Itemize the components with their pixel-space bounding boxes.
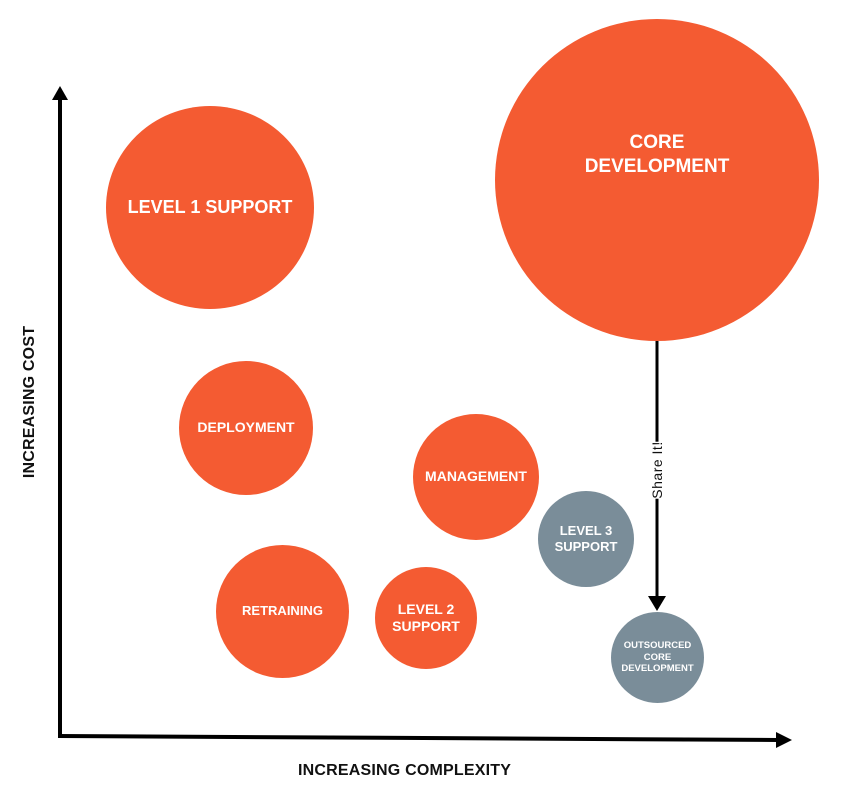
bubble-level3-support: LEVEL 3 SUPPORT [538,491,634,587]
x-axis [57,734,779,742]
bubble-retraining: RETRAINING [216,545,349,678]
bubble-core-development: CORE DEVELOPMENT [495,19,819,341]
y-axis-arrowhead [52,86,68,100]
bubble-level3-support-label: LEVEL 3 SUPPORT [554,522,618,554]
bubble-deployment-label: DEPLOYMENT [197,419,295,436]
share-connector-arrowhead [648,596,666,611]
bubble-level2-support-label: LEVEL 2 SUPPORT [392,600,460,635]
bubble-level1-support: LEVEL 1 SUPPORT [106,106,314,309]
bubble-outsourced-core-development-label: OUTSOURCED CORE DEVELOPMENT [621,639,694,675]
bubble-core-development-label: CORE DEVELOPMENT [584,132,730,177]
bubble-management: MANAGEMENT [413,414,539,540]
y-axis-label: INCREASING COST [21,325,38,479]
x-axis-arrowhead [776,732,792,748]
bubble-retraining-label: RETRAINING [242,603,323,619]
bubble-level2-support: LEVEL 2 SUPPORT [375,567,477,669]
bubble-outsourced-core-development: OUTSOURCED CORE DEVELOPMENT [611,612,704,703]
x-axis-label: INCREASING COMPLEXITY [298,762,512,779]
bubble-deployment: DEPLOYMENT [179,361,313,495]
bubble-management-label: MANAGEMENT [425,468,527,485]
bubble-level1-support-label: LEVEL 1 SUPPORT [127,197,293,218]
share-it-label: Share It! [647,441,667,499]
